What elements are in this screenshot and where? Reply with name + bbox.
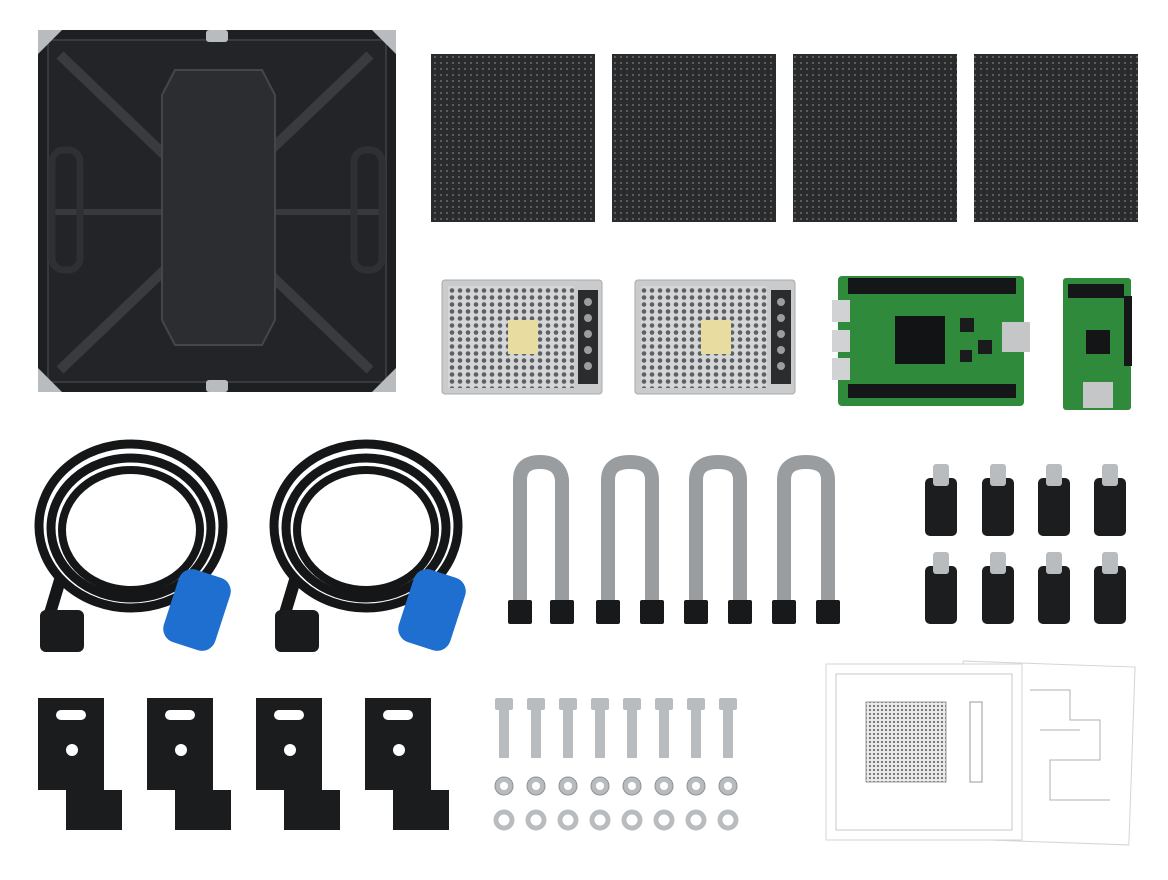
power-supply-unit bbox=[441, 279, 603, 395]
ribbon-cable bbox=[689, 454, 747, 605]
led-module-panel bbox=[974, 54, 1138, 222]
mounting-brackets bbox=[38, 698, 449, 830]
ribbon-cable bbox=[513, 454, 569, 605]
mounting-bracket bbox=[256, 698, 340, 830]
mounting-bracket bbox=[365, 698, 449, 830]
led-module-panel bbox=[431, 54, 595, 222]
led-cabinet bbox=[38, 30, 396, 392]
magnet-connectors bbox=[925, 464, 1126, 624]
receiving-card bbox=[832, 276, 1030, 406]
led-module-panel bbox=[612, 54, 776, 222]
nuts bbox=[494, 776, 738, 796]
power-cable-coil bbox=[34, 439, 231, 652]
mounting-bracket bbox=[38, 698, 122, 830]
mounting-bracket bbox=[147, 698, 231, 830]
washers bbox=[493, 809, 739, 831]
nut-holes bbox=[500, 782, 732, 790]
power-cable-coil bbox=[269, 439, 466, 652]
ribbon-cable bbox=[601, 454, 659, 605]
led-module-panels bbox=[431, 54, 1138, 222]
ribbon-connectors bbox=[508, 600, 840, 624]
ribbon-cable bbox=[777, 454, 835, 605]
hub-board bbox=[1063, 278, 1132, 410]
ribbon-cables bbox=[513, 454, 835, 605]
led-module-panel bbox=[793, 54, 957, 222]
manual-sheets bbox=[825, 660, 1136, 846]
cabinet-corner-latches bbox=[38, 30, 396, 392]
power-supply-unit bbox=[634, 279, 796, 395]
bolts bbox=[495, 698, 737, 758]
